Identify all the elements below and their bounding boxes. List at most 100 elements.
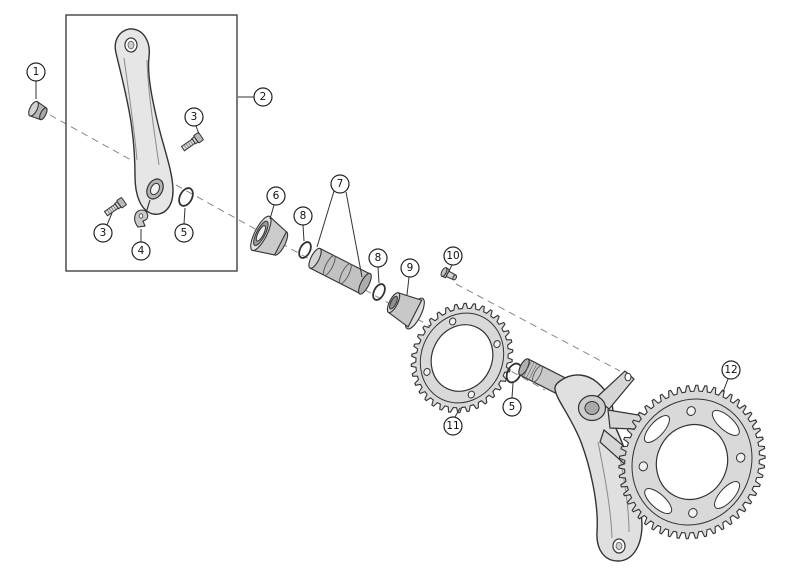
outer-chainring — [618, 384, 766, 540]
seal-oring-right — [372, 283, 386, 301]
callout-circle — [184, 107, 204, 127]
spacer-ring-left — [178, 187, 194, 207]
callout-circle — [131, 241, 151, 261]
callout-circle — [400, 258, 420, 278]
seal-oring-left — [298, 241, 312, 259]
callout-circle — [330, 174, 350, 194]
callout-circle — [266, 186, 286, 206]
callout-circle — [26, 62, 46, 82]
callout-4: 4 — [131, 229, 151, 261]
spacer-ring-right — [505, 362, 523, 384]
outer-chainring-ring-line — [631, 398, 753, 526]
callout-circle — [368, 248, 388, 268]
axis-dashed-line — [455, 283, 621, 372]
sleeve-end-left — [308, 247, 322, 269]
bolt-head-face — [440, 267, 448, 277]
clamp-bore-inner — [150, 182, 160, 196]
callout-leader-line — [302, 224, 305, 242]
callout-bracket-line — [316, 190, 335, 248]
callout-circle — [253, 87, 273, 107]
crank-ridge-line — [597, 441, 613, 539]
outer-chainring-spider-cutout — [643, 415, 670, 443]
callout-3: 3 — [184, 107, 204, 135]
sleeve-end-right — [358, 272, 372, 295]
callout-circle — [443, 416, 463, 436]
callout-12: 12 — [721, 360, 741, 393]
spider-hub-bore — [584, 401, 600, 415]
outer-chainring-bolt-hole — [686, 406, 696, 416]
callout-leader-line — [183, 207, 186, 225]
callout-number: 5 — [181, 227, 188, 239]
inner-chainring-bolt-hole — [467, 390, 476, 399]
callout-6: 6 — [266, 186, 286, 220]
callout-8: 8 — [368, 248, 388, 284]
bb-cup-right — [386, 292, 425, 330]
cup-bore — [389, 295, 398, 310]
callout-1: 1 — [26, 62, 46, 99]
callout-circle — [721, 360, 741, 380]
crank-ridge-line — [146, 59, 160, 166]
inner-chainring-center-hole — [430, 324, 494, 392]
callout-number: 2 — [260, 91, 267, 103]
callout-5: 5 — [502, 382, 522, 417]
clamp-bolt-upper — [179, 131, 205, 153]
callout-3: 3 — [93, 212, 113, 243]
crank-cap-end — [39, 107, 48, 121]
callout-11: 11 — [443, 407, 463, 436]
callout-leader-line — [377, 266, 380, 284]
inner-chainring — [410, 302, 514, 414]
pedal-hole-inner — [615, 542, 623, 551]
inner-chainring-bolt-hole — [423, 367, 431, 376]
left-crank-group-box — [65, 14, 238, 272]
callout-number: 8 — [300, 210, 307, 222]
callout-circle — [93, 223, 113, 243]
callout-number: 11 — [446, 420, 459, 432]
inner-chainring-slot — [410, 302, 514, 414]
callout-number: 9 — [407, 262, 414, 274]
clamp-bolt-lower — [102, 196, 128, 218]
sleeve-rib — [339, 263, 352, 285]
callout-circle — [174, 223, 194, 243]
pedal-hole-inner — [127, 40, 135, 50]
callout-number: 3 — [191, 111, 198, 123]
outer-chainring-bolt-hole — [735, 452, 746, 463]
callout-number: 6 — [273, 190, 280, 202]
callout-leader-line — [269, 204, 275, 220]
callout-leader-line — [448, 264, 453, 272]
left-crank-arm — [114, 28, 174, 215]
outer-chainring-spider-cutout — [644, 488, 673, 515]
callout-leader-line — [106, 212, 113, 226]
callout-leader-line — [511, 382, 514, 399]
callout-circle — [502, 397, 522, 417]
bb-inner-cover — [308, 247, 372, 295]
callout-circle — [443, 246, 463, 266]
clamp-slot — [145, 199, 151, 214]
cup-bore-inner — [255, 225, 266, 242]
right-crank-arm — [554, 370, 657, 562]
spindle-groove — [532, 365, 543, 383]
callout-7: 7 — [316, 174, 363, 278]
callout-leader-line — [195, 125, 200, 135]
callout-number: 10 — [446, 250, 459, 262]
callout-number: 4 — [138, 245, 145, 257]
outer-chainring-center-hole — [655, 424, 729, 500]
callout-number: 8 — [375, 252, 382, 264]
callout-leader-line — [722, 378, 729, 393]
inner-chainring-bolt-hole — [448, 317, 457, 326]
bb-cup-left — [250, 215, 289, 256]
callout-number: 5 — [509, 401, 516, 413]
callout-leader-line — [406, 276, 410, 296]
outer-chainring-spider-cutout — [711, 409, 740, 436]
inner-chainring-bolt-hole — [493, 340, 501, 349]
outer-chainring-bolt-hole — [688, 508, 698, 518]
callout-2: 2 — [238, 87, 273, 107]
spider-bolt-hole — [624, 372, 632, 382]
safety-plate-hole — [138, 213, 144, 219]
callout-5: 5 — [174, 207, 194, 243]
outer-chainring-spider-cutout — [714, 481, 741, 509]
callout-bracket-line — [345, 191, 363, 278]
outer-chainring-slot — [618, 384, 766, 540]
callout-10: 10 — [443, 246, 463, 272]
